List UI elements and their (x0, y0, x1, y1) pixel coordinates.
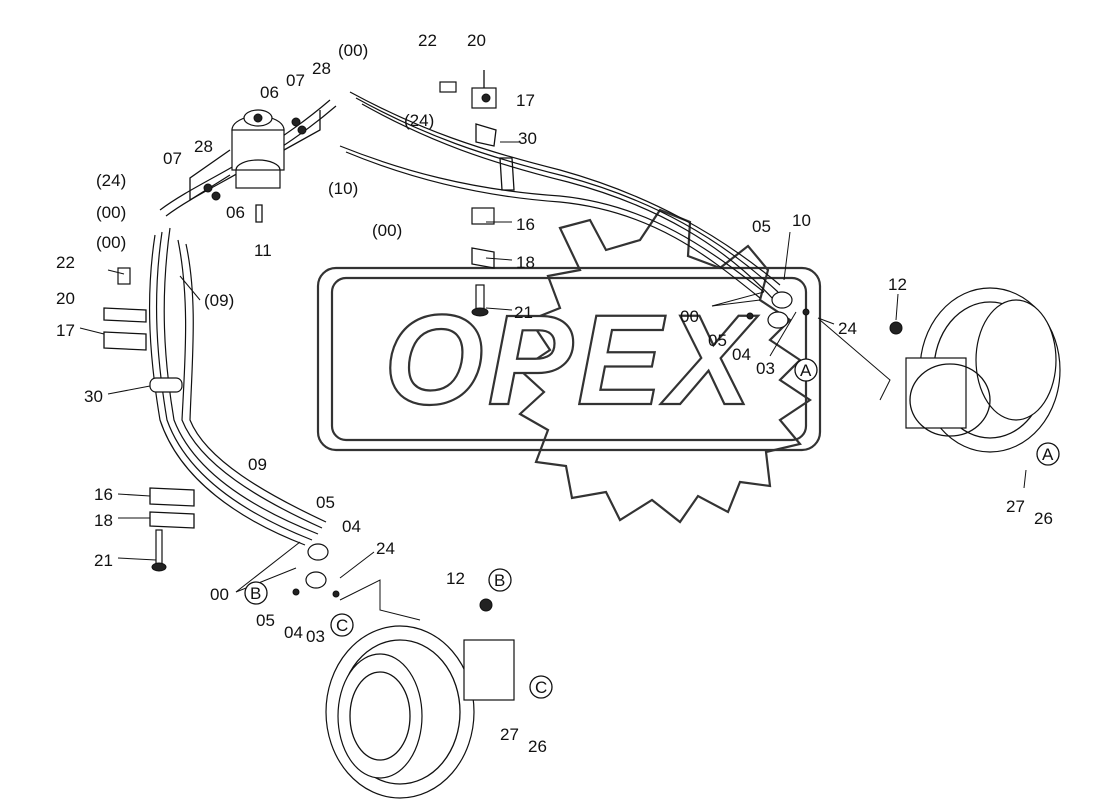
callout-b-bottom2: B (494, 571, 505, 590)
label-05-bottom2: 05 (256, 611, 275, 630)
label-12-bottom: 12 (446, 569, 465, 588)
callout-c-bottom: C (336, 616, 348, 635)
callout-c-bottom2: C (535, 678, 547, 697)
watermark-text: OPEX (384, 289, 758, 432)
label-20-left: 20 (56, 289, 75, 308)
leader-lines (79, 141, 1027, 593)
label-00-center: (00) (372, 221, 402, 240)
callout-a-right: A (800, 361, 812, 380)
callout-circle-b (244, 581, 268, 605)
center-joint (189, 109, 321, 223)
center-clamp (471, 207, 495, 317)
label-12-right: 12 (888, 275, 907, 294)
label-24-paren-left: (24) (96, 171, 126, 190)
label-27-bottom: 27 (500, 725, 519, 744)
right-fittings (746, 291, 810, 329)
callout-circle-c2 (529, 675, 553, 699)
label-27-right: 27 (1006, 497, 1025, 516)
label-10-paren: (10) (328, 179, 358, 198)
label-00-top: (00) (338, 41, 368, 60)
watermark-gear: OPEX (316, 208, 822, 524)
label-24-bottom: 24 (376, 539, 395, 558)
label-21-left: 21 (94, 551, 113, 570)
left-clamps (103, 267, 195, 572)
label-28-left: 28 (194, 137, 213, 156)
label-07-left: 07 (163, 149, 182, 168)
label-18-left: 18 (94, 511, 113, 530)
label-21-center: 21 (514, 303, 533, 322)
label-17-left: 17 (56, 321, 75, 340)
label-09-bottom: 09 (248, 455, 267, 474)
label-06-mid: 06 (226, 203, 245, 222)
label-26-bottom: 26 (528, 737, 547, 756)
label-24-right: 24 (838, 319, 857, 338)
label-30-top: 30 (518, 129, 537, 148)
callouts: A A B B C C (244, 358, 1060, 699)
label-05-right: 05 (752, 217, 771, 236)
right-travel-motor (819, 287, 1061, 453)
label-00-right: 00 (680, 307, 699, 326)
label-11: 11 (254, 241, 272, 260)
label-22-top: 22 (418, 31, 437, 50)
label-04-bottom2: 04 (284, 623, 303, 642)
bottom-travel-motor (325, 579, 515, 799)
label-10-right: 10 (792, 211, 811, 230)
callout-circle-b2 (488, 568, 512, 592)
callout-b-bottom: B (250, 584, 261, 603)
label-05-bottom: 05 (316, 493, 335, 512)
label-03-right: 03 (756, 359, 775, 378)
label-05-right2: 05 (708, 331, 727, 350)
label-04-bottom: 04 (342, 517, 361, 536)
label-17-top: 17 (516, 91, 535, 110)
bottom-fittings (292, 543, 340, 598)
callout-circle-a2 (1036, 442, 1060, 466)
label-09-paren: (09) (204, 291, 234, 310)
part-labels: 22 20 (00) 28 07 06 17 30 (24) 28 07 (24… (56, 31, 1053, 756)
label-22-left: 22 (56, 253, 75, 272)
label-06-top: 06 (260, 83, 279, 102)
callout-circle-a (794, 358, 818, 382)
callout-circle-c (330, 613, 354, 637)
top-clamp (439, 70, 515, 191)
label-00-bottom: 00 (210, 585, 229, 604)
label-00-left2: (00) (96, 233, 126, 252)
label-16-left: 16 (94, 485, 113, 504)
label-28-top: 28 (312, 59, 331, 78)
label-26-right: 26 (1034, 509, 1053, 528)
label-00-left1: (00) (96, 203, 126, 222)
label-16-center: 16 (516, 215, 535, 234)
label-07-top: 07 (286, 71, 305, 90)
callout-a-right2: A (1042, 445, 1054, 464)
label-20-top: 20 (467, 31, 486, 50)
hose-bundle (148, 91, 781, 546)
label-24-paren-top: (24) (404, 111, 434, 130)
label-04-right: 04 (732, 345, 751, 364)
label-30-left: 30 (84, 387, 103, 406)
label-03-bottom: 03 (306, 627, 325, 646)
label-18-center: 18 (516, 253, 535, 272)
